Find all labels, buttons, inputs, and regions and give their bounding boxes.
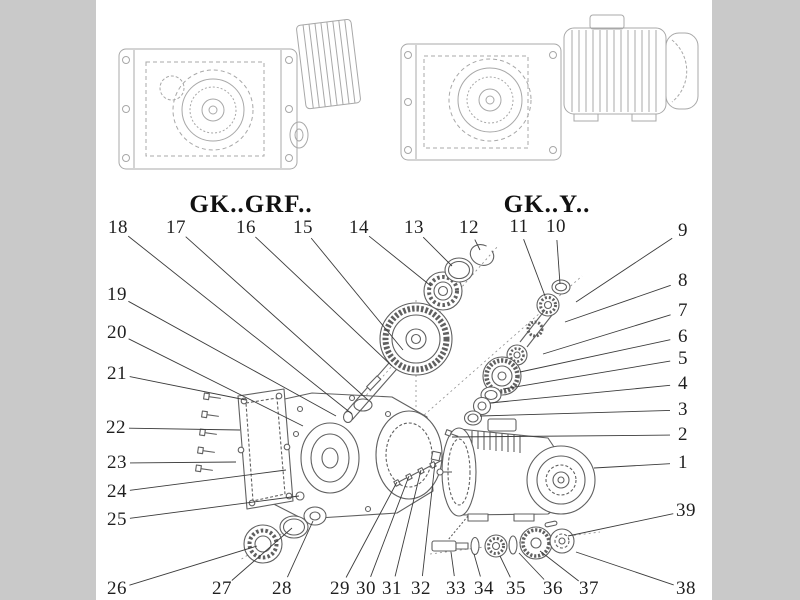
callout-22: 22 bbox=[106, 417, 126, 438]
leader-line-11 bbox=[523, 239, 546, 297]
output-shaft-kit bbox=[431, 515, 575, 560]
callout-35: 35 bbox=[506, 578, 526, 599]
callout-33: 33 bbox=[446, 578, 466, 599]
model-label-y: GK..Y.. bbox=[503, 191, 591, 218]
callout-14: 14 bbox=[349, 217, 369, 238]
callout-25: 25 bbox=[107, 509, 127, 530]
gearbox-housing bbox=[255, 392, 443, 520]
callout-31: 31 bbox=[382, 578, 402, 599]
leader-line-26 bbox=[129, 545, 258, 586]
callout-17: 17 bbox=[166, 217, 186, 238]
leader-line-7 bbox=[542, 314, 671, 355]
leader-line-37 bbox=[539, 550, 579, 582]
gearbox-grf-drawing bbox=[118, 18, 361, 170]
leader-line-17 bbox=[185, 236, 369, 401]
leader-line-31 bbox=[394, 469, 422, 577]
callout-24: 24 bbox=[107, 481, 127, 502]
leader-line-32 bbox=[421, 462, 436, 577]
leader-line-8 bbox=[564, 284, 671, 323]
leader-line-5 bbox=[502, 360, 671, 390]
leader-line-1 bbox=[593, 463, 671, 469]
leader-line-4 bbox=[489, 384, 671, 404]
leader-line-20 bbox=[128, 338, 304, 427]
leader-line-6 bbox=[519, 339, 671, 373]
callout-19: 19 bbox=[107, 284, 127, 305]
callout-3: 3 bbox=[678, 399, 688, 420]
right-margin bbox=[712, 0, 800, 600]
callout-36: 36 bbox=[543, 578, 563, 599]
mounting-flange bbox=[237, 388, 294, 510]
leader-line-23 bbox=[129, 461, 237, 464]
callout-1: 1 bbox=[678, 452, 688, 473]
gearbox-y-drawing bbox=[400, 14, 699, 161]
leader-line-34 bbox=[473, 553, 481, 577]
output-gear-set bbox=[342, 244, 495, 424]
callout-18: 18 bbox=[108, 217, 128, 238]
leader-line-36 bbox=[518, 552, 545, 580]
leader-line-39 bbox=[567, 513, 674, 537]
callout-32: 32 bbox=[411, 578, 431, 599]
leader-line-16 bbox=[255, 236, 393, 367]
callout-21: 21 bbox=[107, 363, 127, 384]
callout-13: 13 bbox=[404, 217, 424, 238]
callout-30: 30 bbox=[356, 578, 376, 599]
callout-15: 15 bbox=[293, 217, 313, 238]
callout-28: 28 bbox=[272, 578, 292, 599]
leader-line-38 bbox=[575, 551, 674, 586]
callout-7: 7 bbox=[678, 300, 688, 321]
leader-line-27 bbox=[231, 527, 293, 581]
callout-27: 27 bbox=[212, 578, 232, 599]
leader-lines bbox=[127, 235, 674, 586]
callout-10: 10 bbox=[546, 216, 566, 237]
leader-line-22 bbox=[128, 427, 241, 431]
leader-line-2 bbox=[451, 434, 671, 438]
callout-23: 23 bbox=[107, 452, 127, 473]
model-label-grf: GK..GRF.. bbox=[189, 191, 313, 218]
callout-29: 29 bbox=[330, 578, 350, 599]
leader-line-3 bbox=[479, 409, 671, 417]
grf-finned-cover bbox=[296, 18, 361, 110]
motor bbox=[436, 418, 596, 522]
leader-line-29 bbox=[345, 481, 398, 578]
callout-20: 20 bbox=[107, 322, 127, 343]
leader-line-10 bbox=[556, 239, 561, 285]
flange-bolts bbox=[195, 392, 221, 473]
leader-line-25 bbox=[129, 495, 300, 519]
leader-line-35 bbox=[499, 555, 511, 578]
leader-line-12 bbox=[474, 239, 481, 251]
callout-34: 34 bbox=[474, 578, 494, 599]
leader-line-28 bbox=[286, 520, 314, 578]
leader-line-19 bbox=[128, 300, 337, 417]
callout-5: 5 bbox=[678, 348, 688, 369]
y-motor bbox=[563, 14, 699, 122]
leader-line-15 bbox=[310, 237, 404, 351]
callout-37: 37 bbox=[579, 578, 599, 599]
leader-line-9 bbox=[575, 237, 673, 303]
callout-6: 6 bbox=[678, 326, 688, 347]
callout-9: 9 bbox=[678, 220, 688, 241]
callout-16: 16 bbox=[236, 217, 256, 238]
input-pinion-set bbox=[463, 279, 571, 426]
left-margin bbox=[0, 0, 96, 600]
leader-line-21 bbox=[129, 376, 247, 401]
leader-line-24 bbox=[129, 469, 287, 491]
leader-line-13 bbox=[422, 236, 453, 267]
callout-8: 8 bbox=[678, 270, 688, 291]
leader-line-14 bbox=[368, 235, 432, 287]
callout-12: 12 bbox=[459, 217, 479, 238]
callout-39: 39 bbox=[676, 500, 696, 521]
leader-line-30 bbox=[370, 475, 410, 577]
callout-4: 4 bbox=[678, 373, 688, 394]
callout-2: 2 bbox=[678, 424, 688, 445]
callout-26: 26 bbox=[107, 578, 127, 599]
callout-38: 38 bbox=[676, 578, 696, 599]
leader-line-33 bbox=[450, 551, 455, 577]
callout-11: 11 bbox=[509, 216, 529, 237]
exploded-view bbox=[195, 244, 601, 564]
leader-line-18 bbox=[127, 235, 353, 415]
